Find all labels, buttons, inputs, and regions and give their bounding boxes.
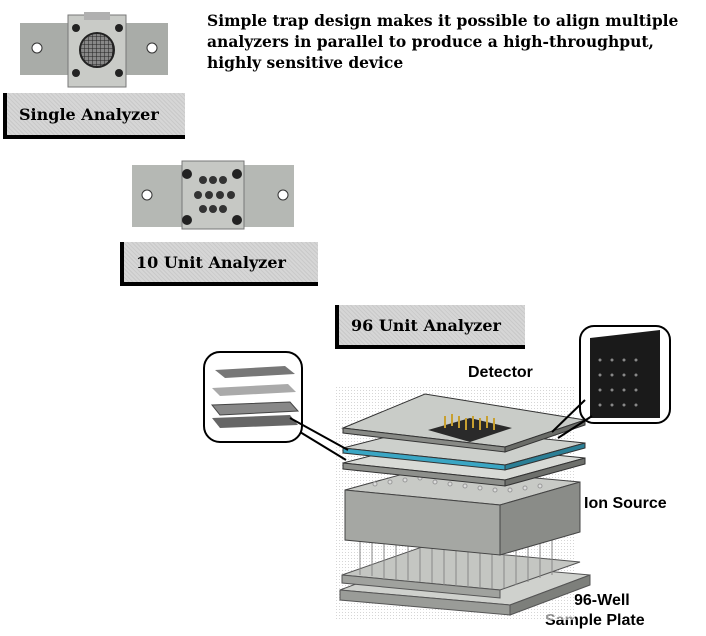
emitters (372, 475, 543, 493)
ten-unit-analyzer-label: 10 Unit Analyzer (120, 242, 318, 286)
single-analyzer-label: Single Analyzer (3, 93, 185, 139)
description-text: Simple trap design makes it possible to … (207, 11, 679, 72)
right-callout (551, 325, 671, 439)
single-analyzer-device (20, 12, 168, 88)
ninety-six-unit-analyzer-label: 96 Unit Analyzer (335, 305, 525, 349)
sample-plate (339, 546, 591, 616)
detector-stack (341, 393, 586, 487)
detector-label: Detector (468, 364, 533, 381)
ion-source-block (344, 467, 581, 556)
plate-label-line2: Sample Plate (545, 612, 645, 629)
ten-unit-analyzer-device (132, 160, 294, 230)
ion-source-label: Ion Source (584, 495, 667, 512)
needles (359, 520, 553, 589)
left-callout (203, 351, 349, 461)
plate-label-line1: 96-Well (574, 592, 630, 609)
